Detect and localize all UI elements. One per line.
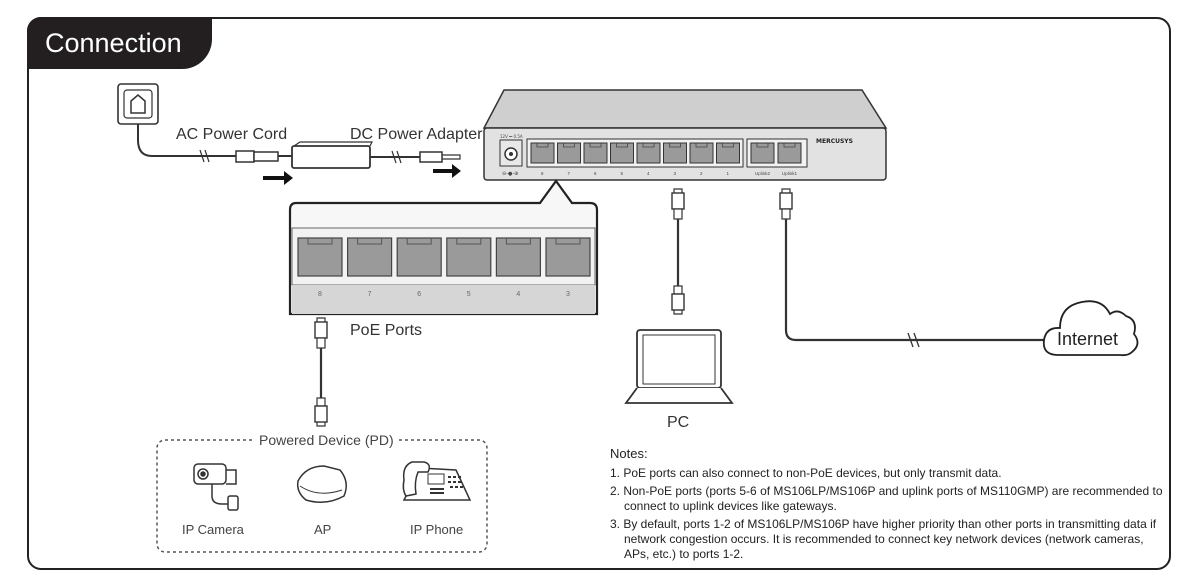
- zoom-port-number: 3: [566, 291, 570, 298]
- ac-power-cord: [137, 124, 292, 163]
- dc-power-adapter-icon: [291, 141, 461, 169]
- wall-outlet-icon: [117, 83, 159, 125]
- switch-port-8: 8: [530, 142, 555, 176]
- zoom-port-number: 6: [417, 291, 421, 298]
- note-item: 3. By default, ports 1-2 of MS106LP/MS10…: [610, 517, 1157, 561]
- zoom-port-number: 4: [516, 291, 520, 298]
- switch-port-number: 8: [541, 171, 544, 176]
- device-label-ap: AP: [314, 522, 332, 537]
- switch-port-1: 1: [716, 142, 740, 176]
- internet-label: Internet: [1057, 329, 1119, 349]
- switch-port-number: 6: [594, 171, 597, 176]
- poe-cable: [314, 317, 328, 427]
- zoom-port-3: 3: [545, 237, 591, 298]
- arrow-ac: [263, 171, 293, 185]
- zoom-port-4: 4: [495, 237, 541, 298]
- switch-port-3: 3: [663, 142, 687, 176]
- switch-device: 12V ⎓ 0.5A ⊖-●-⊕ MERCUSYS: [482, 89, 888, 181]
- dc-power-adapter-label: DC Power Adapter: [350, 126, 483, 143]
- arrow-dc: [433, 164, 461, 178]
- zoom-port-5: 5: [446, 237, 492, 298]
- switch-port-number: 7: [568, 171, 571, 176]
- switch-port-uplink2: Uplink2: [750, 142, 775, 176]
- powered-device-label: Powered Device (PD): [254, 432, 399, 448]
- svg-text:MERCUSYS: MERCUSYS: [816, 138, 853, 145]
- zoom-port-6: 6: [396, 237, 442, 298]
- switch-port-number: 3: [674, 171, 677, 176]
- svg-text:12V ⎓ 0.5A: 12V ⎓ 0.5A: [500, 134, 523, 139]
- ip-camera-icon: [193, 463, 239, 511]
- switch-port-number: 2: [700, 171, 703, 176]
- device-label-ip-camera: IP Camera: [182, 522, 244, 537]
- switch-port-7: 7: [557, 142, 581, 176]
- switch-port-6: 6: [583, 142, 608, 176]
- switch-port-number: Uplink1: [782, 171, 798, 176]
- zoom-port-8: 8: [297, 237, 343, 298]
- poe-ports-label: PoE Ports: [350, 322, 423, 339]
- zoom-port-number: 8: [318, 291, 322, 298]
- note-item: 1. PoE ports can also connect to non-PoE…: [610, 466, 1002, 480]
- switch-port-4: 4: [636, 142, 661, 176]
- switch-port-group: 8 7 6 5 4 3 2 1 Uplink2 Uplink1: [530, 142, 802, 176]
- ip-phone-icon: [402, 461, 472, 501]
- switch-port-2: 2: [689, 142, 714, 176]
- access-point-icon: [296, 465, 347, 503]
- switch-port-number: 5: [621, 171, 624, 176]
- device-label-ip-phone: IP Phone: [410, 522, 464, 537]
- internet-cloud-icon: [1042, 300, 1139, 357]
- zoom-port-number: 7: [368, 291, 372, 298]
- connection-frame: [27, 17, 1171, 570]
- switch-port-uplink1: Uplink1: [777, 142, 802, 176]
- switch-port-number: 4: [647, 171, 650, 176]
- internet-cable: [779, 188, 1050, 348]
- note-item: 2. Non-PoE ports (ports 5-6 of MS106LP/M…: [610, 484, 1163, 513]
- laptop-icon: [624, 329, 734, 404]
- switch-port-number: 1: [727, 171, 730, 176]
- zoom-port-group: 8 7 6 5 4 3: [297, 237, 591, 298]
- notes-heading: Notes:: [610, 446, 648, 461]
- notes-section: Notes: 1. PoE ports can also connect to …: [610, 446, 1170, 565]
- switch-port-5: 5: [610, 142, 634, 176]
- notes-list: 1. PoE ports can also connect to non-PoE…: [610, 466, 1170, 562]
- pc-label: PC: [667, 414, 690, 431]
- zoom-port-7: 7: [347, 237, 393, 298]
- switch-port-number: Uplink2: [755, 171, 771, 176]
- ac-power-cord-label: AC Power Cord: [176, 126, 288, 143]
- section-title: Connection: [27, 17, 212, 69]
- zoom-port-number: 5: [467, 291, 471, 298]
- svg-text:⊖-●-⊕: ⊖-●-⊕: [502, 171, 518, 177]
- pc-cable: [671, 188, 685, 315]
